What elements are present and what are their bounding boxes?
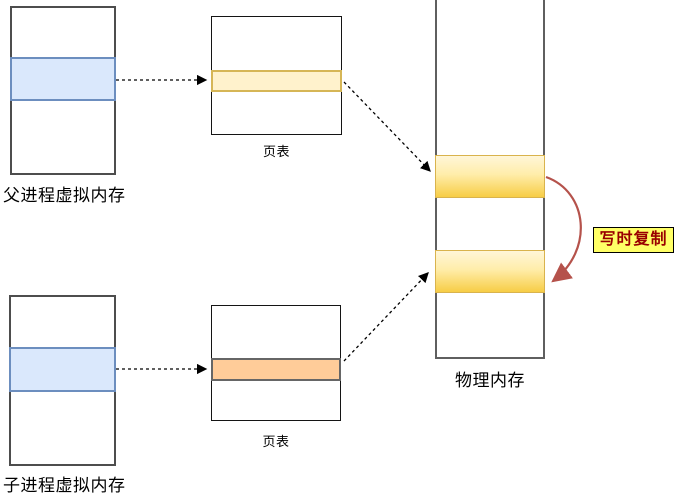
page-table-bottom-label: 页表: [262, 434, 290, 449]
child-memory-highlight-row: [9, 347, 116, 392]
parent-memory-label: 父进程虚拟内存: [3, 186, 126, 205]
page-table-top-label: 页表: [262, 144, 290, 159]
page-table-bottom-highlight-row: [211, 358, 341, 381]
physical-page-row-1: [435, 155, 545, 198]
child-memory-label: 子进程虚拟内存: [3, 476, 126, 495]
parent-memory-highlight-row: [10, 57, 116, 101]
cow-badge: 写时复制: [593, 227, 674, 253]
arrow-pagetable-top-to-physical: [343, 81, 431, 172]
arrow-pagetable-bottom-to-physical: [343, 272, 429, 362]
arrow-copy-on-write: [545, 175, 582, 283]
physical-memory-label: 物理内存: [455, 371, 525, 390]
page-table-top-highlight-row: [211, 70, 342, 92]
physical-page-row-2: [435, 250, 545, 293]
